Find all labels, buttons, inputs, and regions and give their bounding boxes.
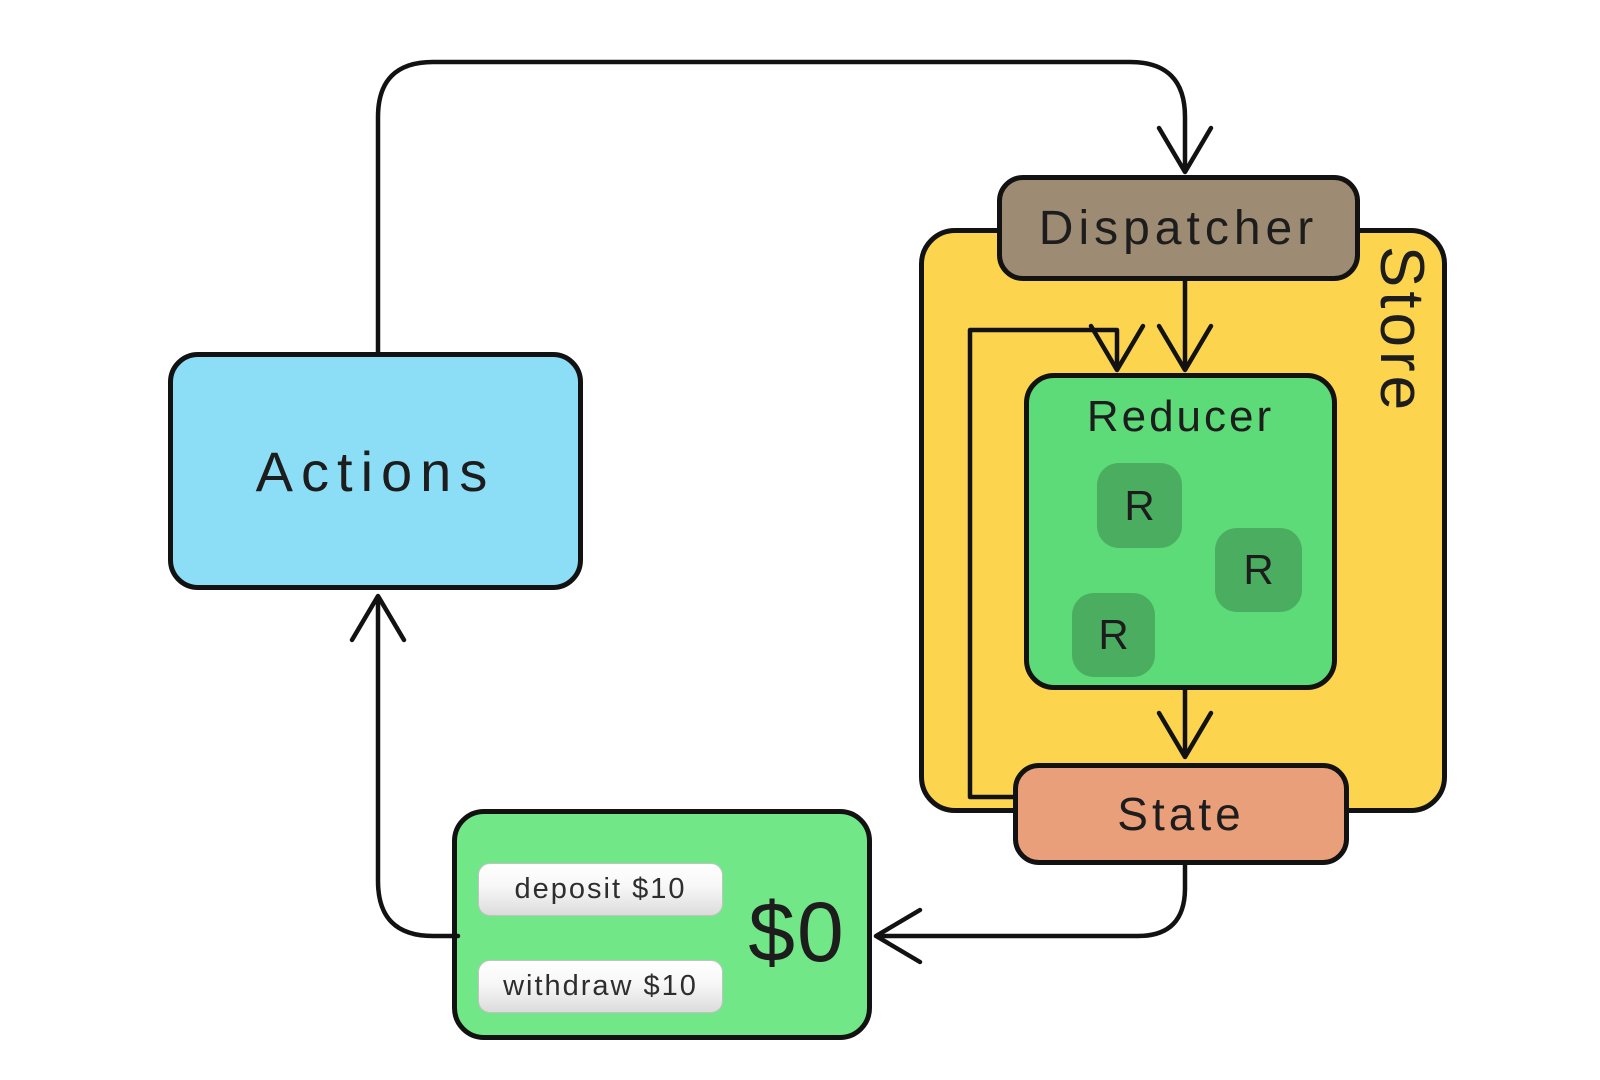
deposit-button[interactable]: deposit $10 (478, 863, 723, 916)
reducer-badge: R (1072, 593, 1155, 677)
store-label: Store (1367, 245, 1437, 415)
reducer-badge-label: R (1098, 611, 1129, 658)
edge-ui-to-actions (375, 595, 461, 939)
withdraw-button[interactable]: withdraw $10 (478, 960, 723, 1013)
arrowhead-down-dispatcher (1156, 125, 1214, 175)
reducer-badge: R (1097, 463, 1182, 548)
dispatcher-node: Dispatcher (997, 175, 1360, 281)
withdraw-button-label: withdraw $10 (503, 970, 698, 1002)
balance-text: $0 (748, 884, 846, 979)
actions-node: Actions (168, 352, 583, 590)
deposit-button-label: deposit $10 (514, 873, 687, 905)
edge-state-to-ui (875, 862, 1188, 939)
reducer-node: Reducer R R R (1024, 373, 1337, 690)
reducer-badge-label: R (1124, 481, 1155, 529)
arrowhead-up-actions (349, 593, 407, 643)
actions-label: Actions (255, 439, 496, 503)
reducer-badge-label: R (1243, 546, 1274, 593)
ui-node: deposit $10 withdraw $10 $0 (452, 809, 872, 1040)
dispatcher-label: Dispatcher (1038, 201, 1319, 255)
reducer-badge: R (1215, 528, 1302, 612)
state-node: State (1013, 763, 1349, 865)
reducer-label: Reducer (1086, 392, 1275, 441)
state-label: State (1117, 788, 1245, 840)
